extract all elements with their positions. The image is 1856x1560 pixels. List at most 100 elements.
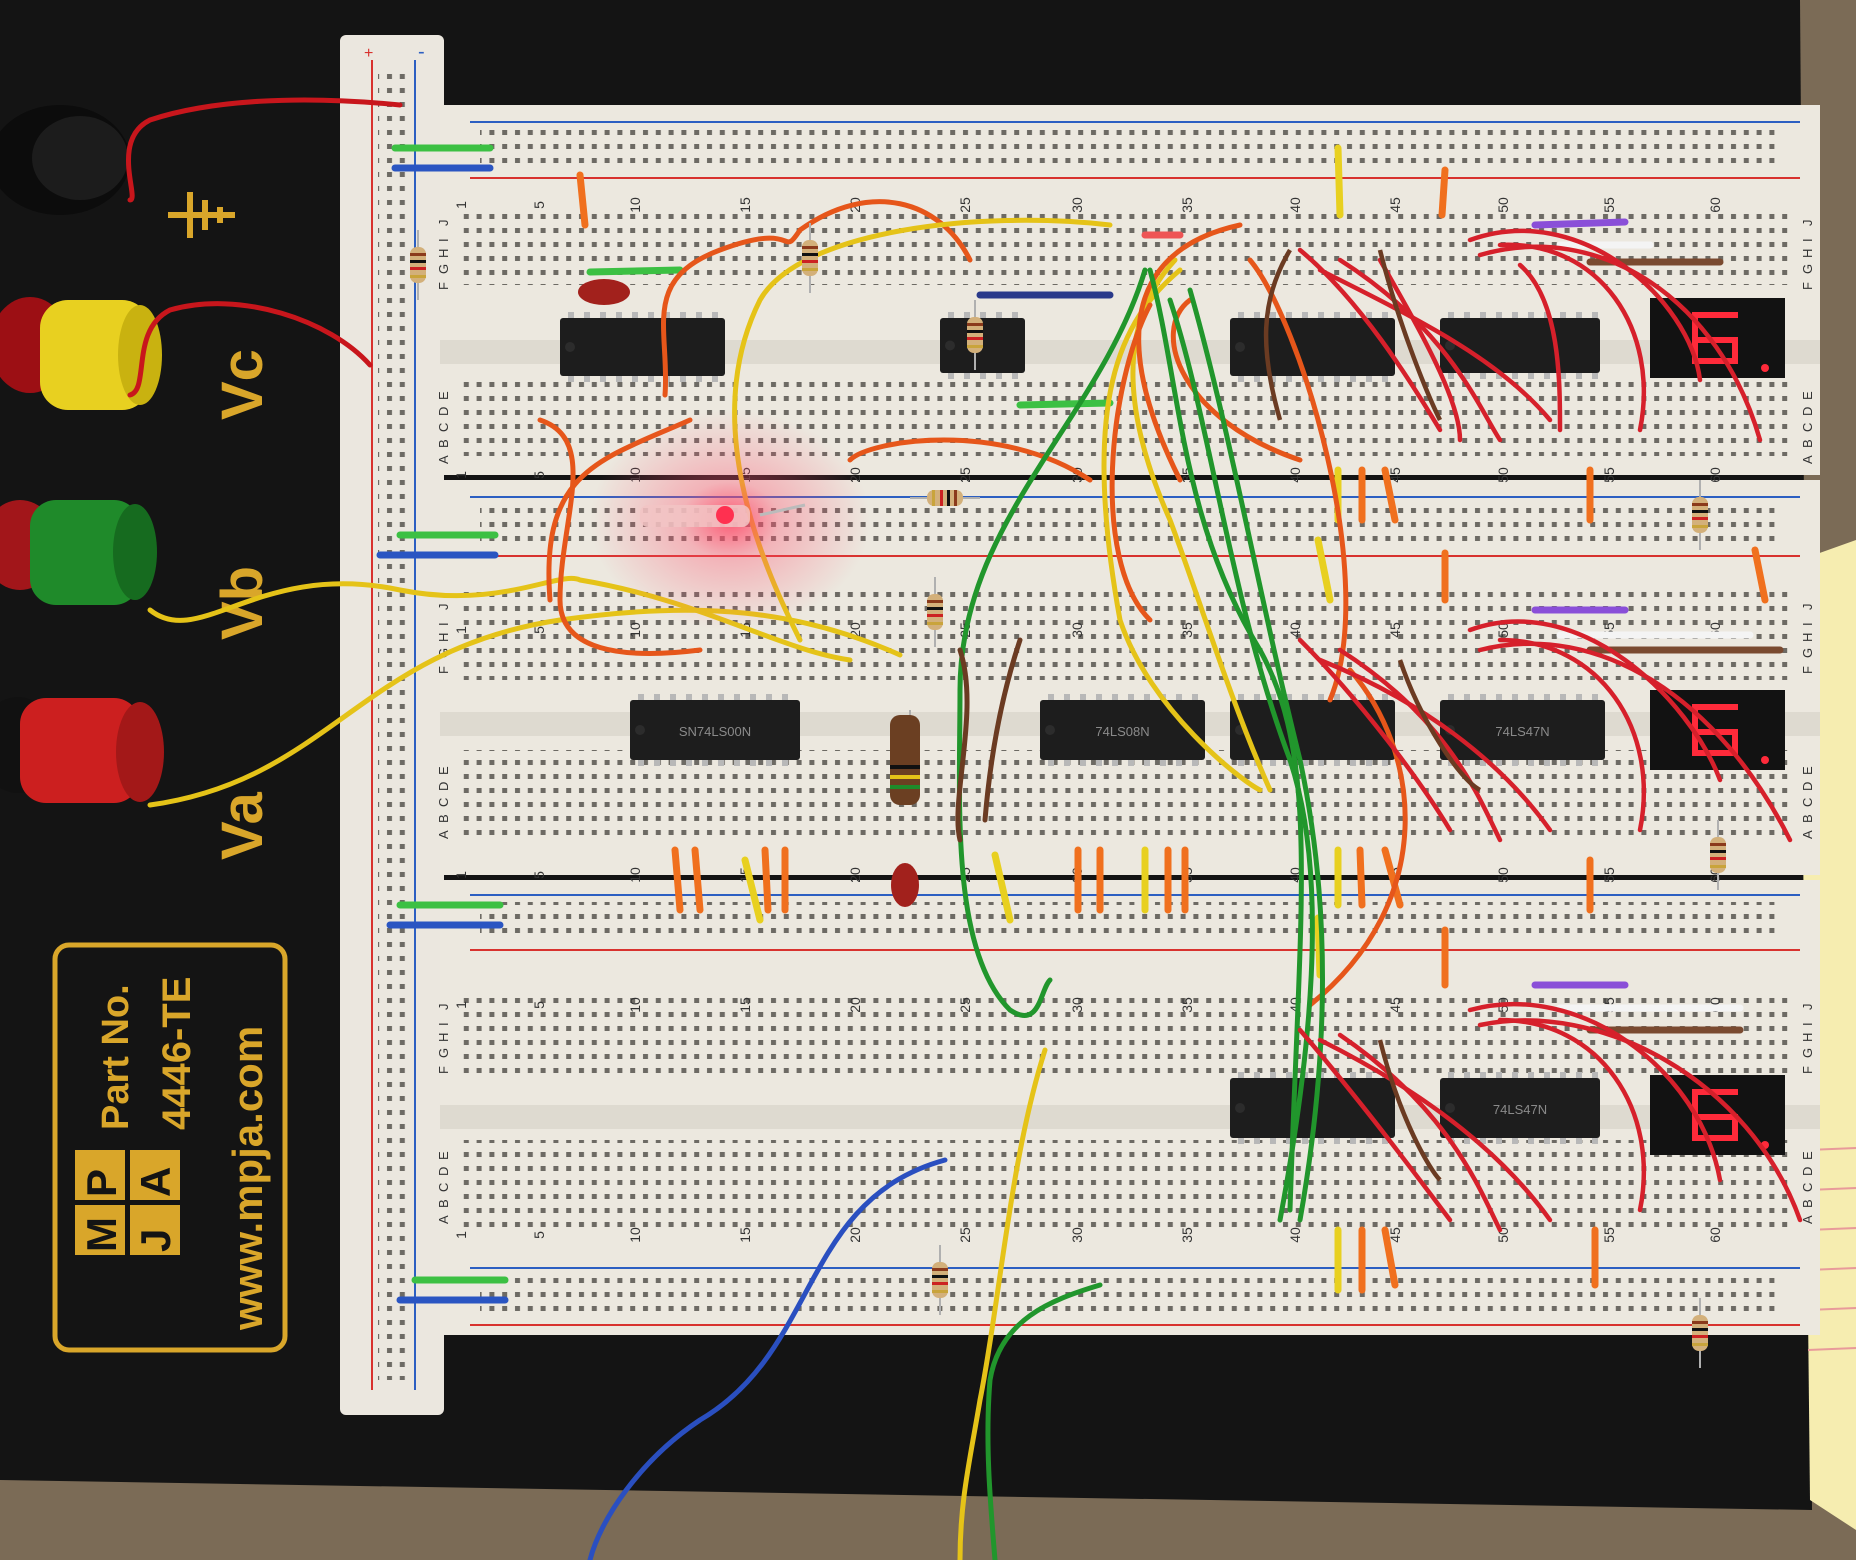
display-segment (1692, 750, 1738, 756)
display-segment (1692, 1089, 1698, 1115)
column-number: 55 (1601, 1227, 1617, 1243)
ic-chip: 74LS47N (1440, 694, 1605, 766)
column-number: 45 (1387, 622, 1403, 638)
row-letter: C (436, 798, 451, 807)
column-number: 10 (627, 622, 643, 638)
row-letter: G (1800, 264, 1815, 274)
column-number: 5 (531, 1001, 547, 1009)
column-number: 15 (737, 997, 753, 1013)
row-letter: H (1800, 1033, 1815, 1042)
display-segment (1692, 1089, 1738, 1095)
breadboard-panel-bottom (440, 880, 1820, 1335)
display-segment (1692, 312, 1738, 318)
part-number: 4446-TE (155, 977, 199, 1130)
column-number: 1 (453, 201, 469, 209)
binding-post-ground[interactable] (0, 105, 130, 215)
display-segment (1692, 704, 1738, 710)
row-letter: F (436, 1066, 451, 1074)
column-number: 30 (1069, 1227, 1085, 1243)
column-number: 45 (1387, 997, 1403, 1013)
display-segment (1692, 1135, 1738, 1141)
column-number: 25 (957, 467, 973, 483)
row-letter: C (436, 1183, 451, 1192)
row-letter: G (436, 264, 451, 274)
column-number: 5 (531, 471, 547, 479)
resistor (967, 300, 983, 370)
row-letter: J (436, 220, 451, 227)
binding-post-va[interactable] (0, 697, 164, 803)
row-letter: B (1800, 814, 1815, 823)
column-number: 5 (531, 1231, 547, 1239)
column-number: 15 (737, 1227, 753, 1243)
logo-letter-m: M (78, 1217, 125, 1252)
row-letter: B (1800, 1199, 1815, 1208)
column-number: 25 (957, 997, 973, 1013)
column-number: 20 (847, 997, 863, 1013)
led-bar (590, 410, 870, 630)
column-number: 20 (847, 1227, 863, 1243)
column-number: 60 (1707, 1227, 1723, 1243)
row-letter: H (1800, 633, 1815, 642)
display-wire-bundle (1297, 228, 1803, 1233)
column-number: 55 (1601, 197, 1617, 213)
column-number: 5 (531, 201, 547, 209)
row-letter: I (1800, 1022, 1815, 1026)
row-letter: E (1800, 391, 1815, 400)
column-number: 55 (1601, 867, 1617, 883)
row-letter: I (1800, 238, 1815, 242)
row-letter: E (1800, 766, 1815, 775)
resistor (1692, 480, 1708, 550)
column-number: 1 (453, 871, 469, 879)
led-lit (716, 506, 734, 524)
column-number: 25 (957, 1227, 973, 1243)
resistor (410, 230, 426, 300)
row-letter: D (1800, 407, 1815, 416)
resistor (1710, 820, 1726, 890)
column-number: 50 (1495, 867, 1511, 883)
row-letter: I (1800, 622, 1815, 626)
ic-chip: 74LS47N (1440, 1072, 1600, 1144)
column-number: 60 (1707, 197, 1723, 213)
column-number: 20 (847, 867, 863, 883)
column-number: 50 (1495, 622, 1511, 638)
row-letter: F (1800, 666, 1815, 674)
mpja-logo: M J P A Part No. 4446-TE www.mpja.com (52, 942, 288, 1353)
display-digit: 6 (1656, 309, 1657, 311)
row-letter: J (436, 604, 451, 611)
row-letter: E (436, 766, 451, 775)
row-letter: F (1800, 282, 1815, 290)
logo-letter-a: A (132, 1167, 179, 1197)
post-label-vc: Vc (210, 349, 275, 420)
ground-symbol-icon (168, 192, 235, 238)
column-number: 10 (627, 997, 643, 1013)
column-number: 40 (1287, 622, 1303, 638)
binding-post-vb[interactable] (0, 500, 157, 605)
column-number: 1 (453, 626, 469, 634)
row-letter: C (436, 423, 451, 432)
row-letter: A (436, 1215, 451, 1224)
column-number: 40 (1287, 1227, 1303, 1243)
brown-wires (1263, 248, 1482, 1182)
display-segment (1692, 1114, 1698, 1141)
row-letter: H (436, 1033, 451, 1042)
capacitors (578, 279, 919, 907)
row-letter: J (436, 1004, 451, 1011)
column-number: 45 (1387, 197, 1403, 213)
row-letter: D (1800, 1167, 1815, 1176)
row-letter: B (436, 814, 451, 823)
column-number: 1 (453, 1231, 469, 1239)
column-number: 10 (627, 197, 643, 213)
ic-chip: 74LS08N (1040, 694, 1205, 766)
row-letter: B (436, 1199, 451, 1208)
row-letter: E (436, 1151, 451, 1160)
logo-letter-j: J (132, 1229, 179, 1252)
column-number: 1 (453, 471, 469, 479)
row-letter: J (1800, 604, 1815, 611)
row-letter: C (1800, 798, 1815, 807)
display-segment (1692, 1114, 1738, 1120)
chip-marking: 74LS47N (1495, 724, 1549, 739)
row-letter: H (436, 249, 451, 258)
power-resistor (890, 715, 920, 805)
seven-segment-display: 6 (1650, 1075, 1785, 1155)
